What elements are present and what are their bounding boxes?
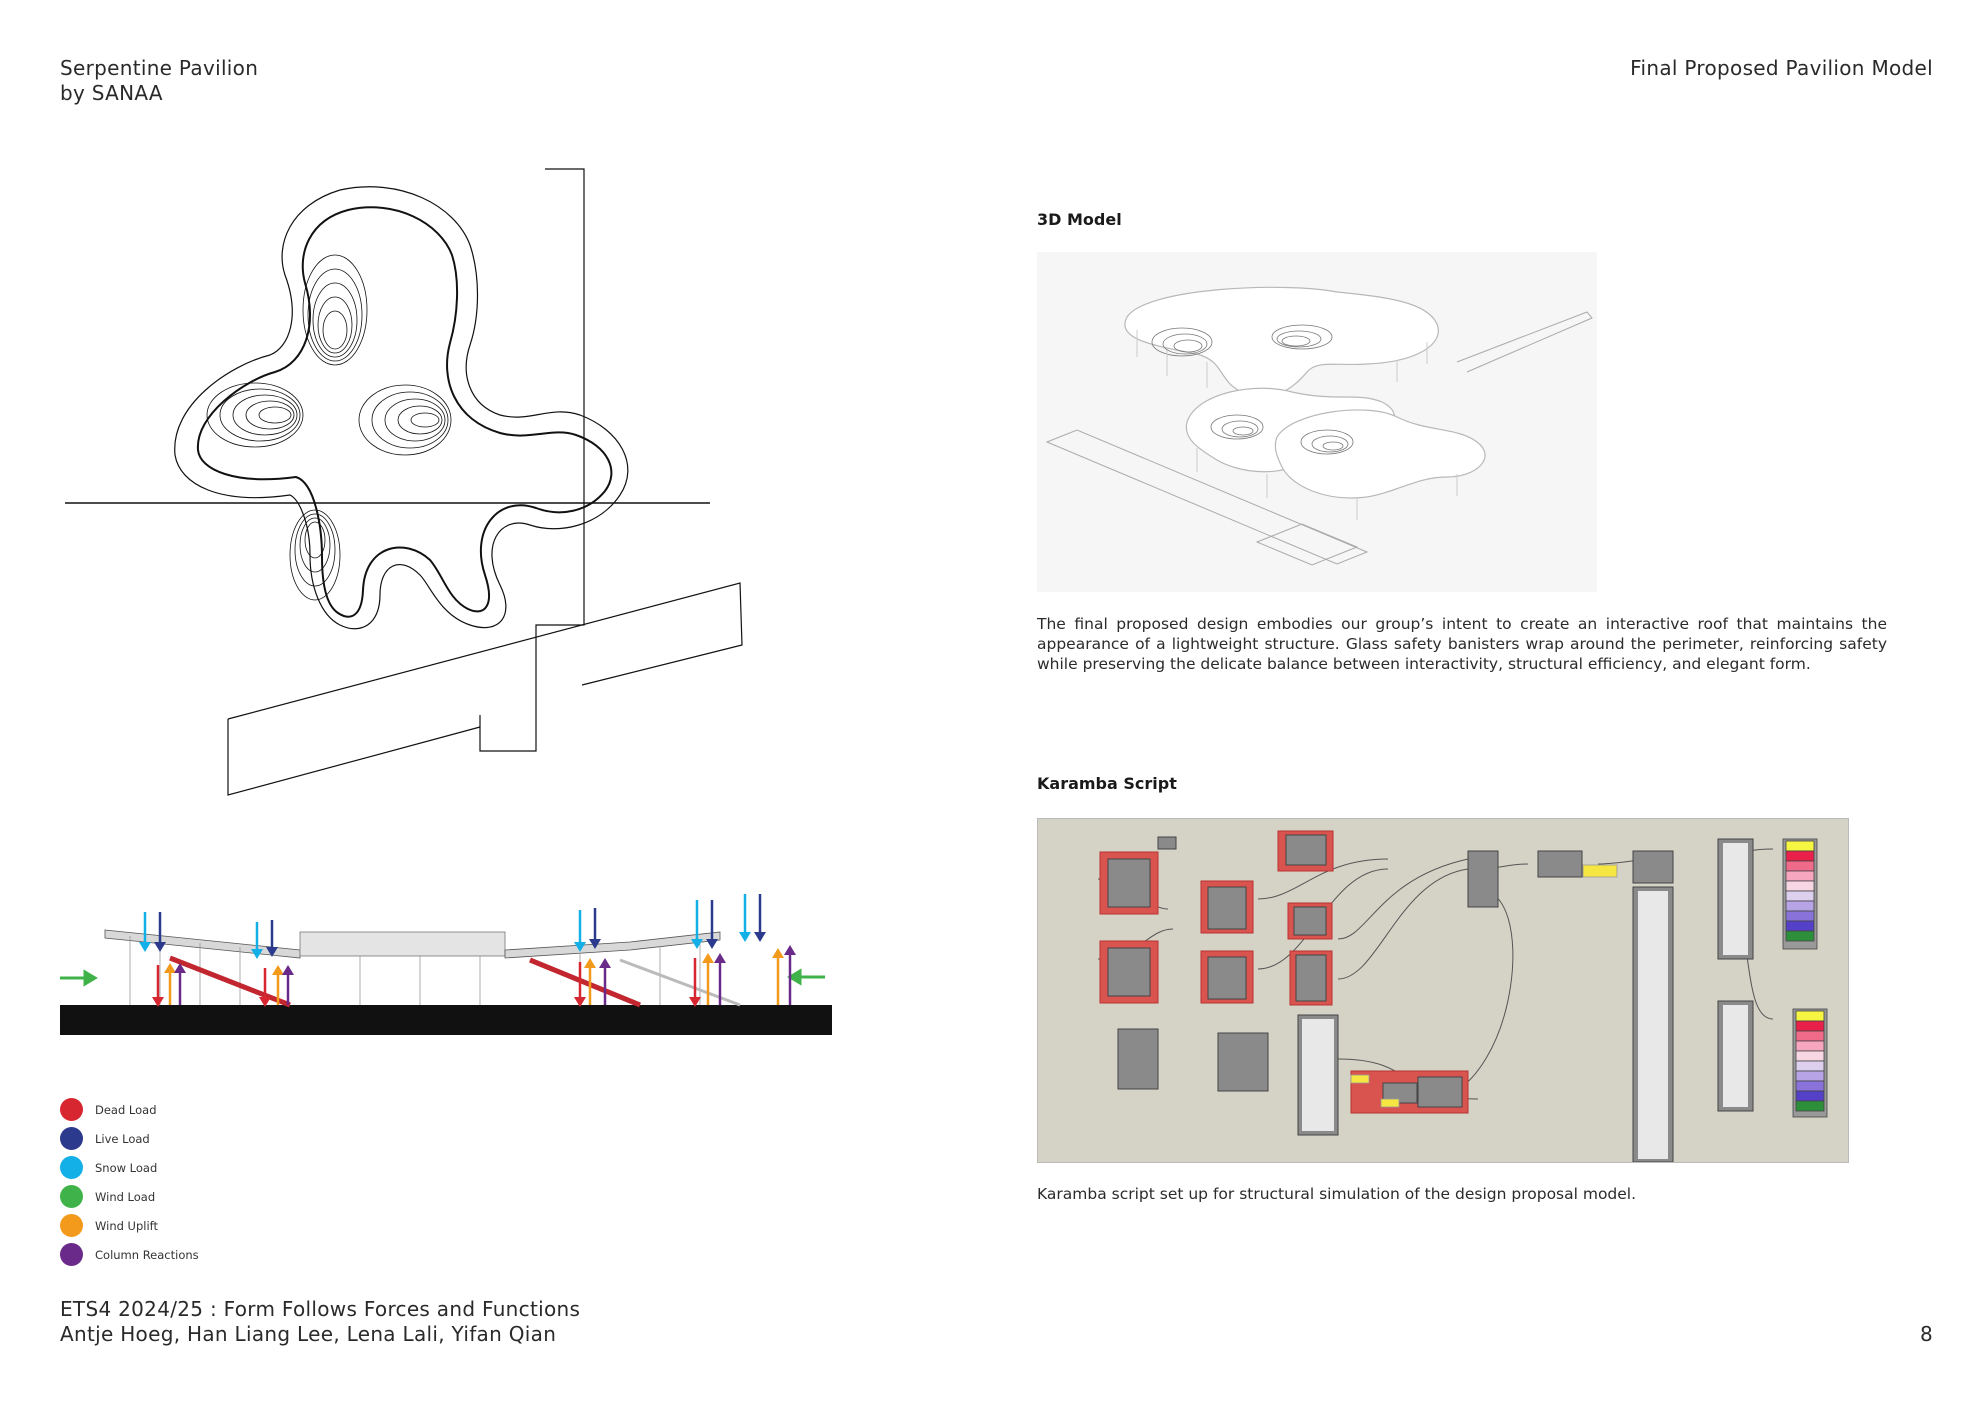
legend-label: Column Reactions <box>95 1247 199 1262</box>
footer-credits: ETS4 2024/25 : Form Follows Forces and F… <box>60 1297 580 1347</box>
legend-item-dead-load: Dead Load <box>60 1095 199 1124</box>
plan-drawing <box>60 165 750 805</box>
legend-item-snow-load: Snow Load <box>60 1153 199 1182</box>
script-section-title: Karamba Script <box>1037 774 1177 793</box>
legend-item-column-reactions: Column Reactions <box>60 1240 199 1269</box>
footer-course: ETS4 2024/25 : Form Follows Forces and F… <box>60 1297 581 1321</box>
legend-item-wind-load: Wind Load <box>60 1182 199 1211</box>
wind-load-swatch <box>60 1185 83 1208</box>
column-reactions-swatch <box>60 1243 83 1266</box>
page-number: 8 <box>1919 1322 1933 1346</box>
legend-label: Live Load <box>95 1131 150 1146</box>
dead-load-swatch <box>60 1098 83 1121</box>
header-title-line2: by SANAA <box>60 81 163 105</box>
legend-item-live-load: Live Load <box>60 1124 199 1153</box>
header-section-title: Final Proposed Pavilion Model <box>1630 56 1933 80</box>
legend-label: Wind Load <box>95 1189 156 1204</box>
script-caption: Karamba script set up for structural sim… <box>1037 1185 1637 1203</box>
model-render <box>1037 252 1597 592</box>
wind-uplift-swatch <box>60 1214 83 1237</box>
section-drawing <box>60 870 840 1040</box>
model-section-title: 3D Model <box>1037 210 1122 229</box>
legend-label: Dead Load <box>95 1102 157 1117</box>
live-load-swatch <box>60 1127 83 1150</box>
legend-item-wind-uplift: Wind Uplift <box>60 1211 199 1240</box>
snow-load-swatch <box>60 1156 83 1179</box>
footer-authors: Antje Hoeg, Han Liang Lee, Lena Lali, Yi… <box>60 1322 557 1346</box>
legend-label: Snow Load <box>95 1160 158 1175</box>
legend-label: Wind Uplift <box>95 1218 159 1233</box>
header-title: Serpentine Pavilion by SANAA <box>60 56 258 106</box>
karamba-script-canvas <box>1037 818 1849 1163</box>
model-description: The final proposed design embodies our g… <box>1037 615 1887 673</box>
load-legend: Dead Load Live Load Snow Load Wind Load … <box>60 1095 199 1269</box>
header-title-line1: Serpentine Pavilion <box>60 56 259 80</box>
